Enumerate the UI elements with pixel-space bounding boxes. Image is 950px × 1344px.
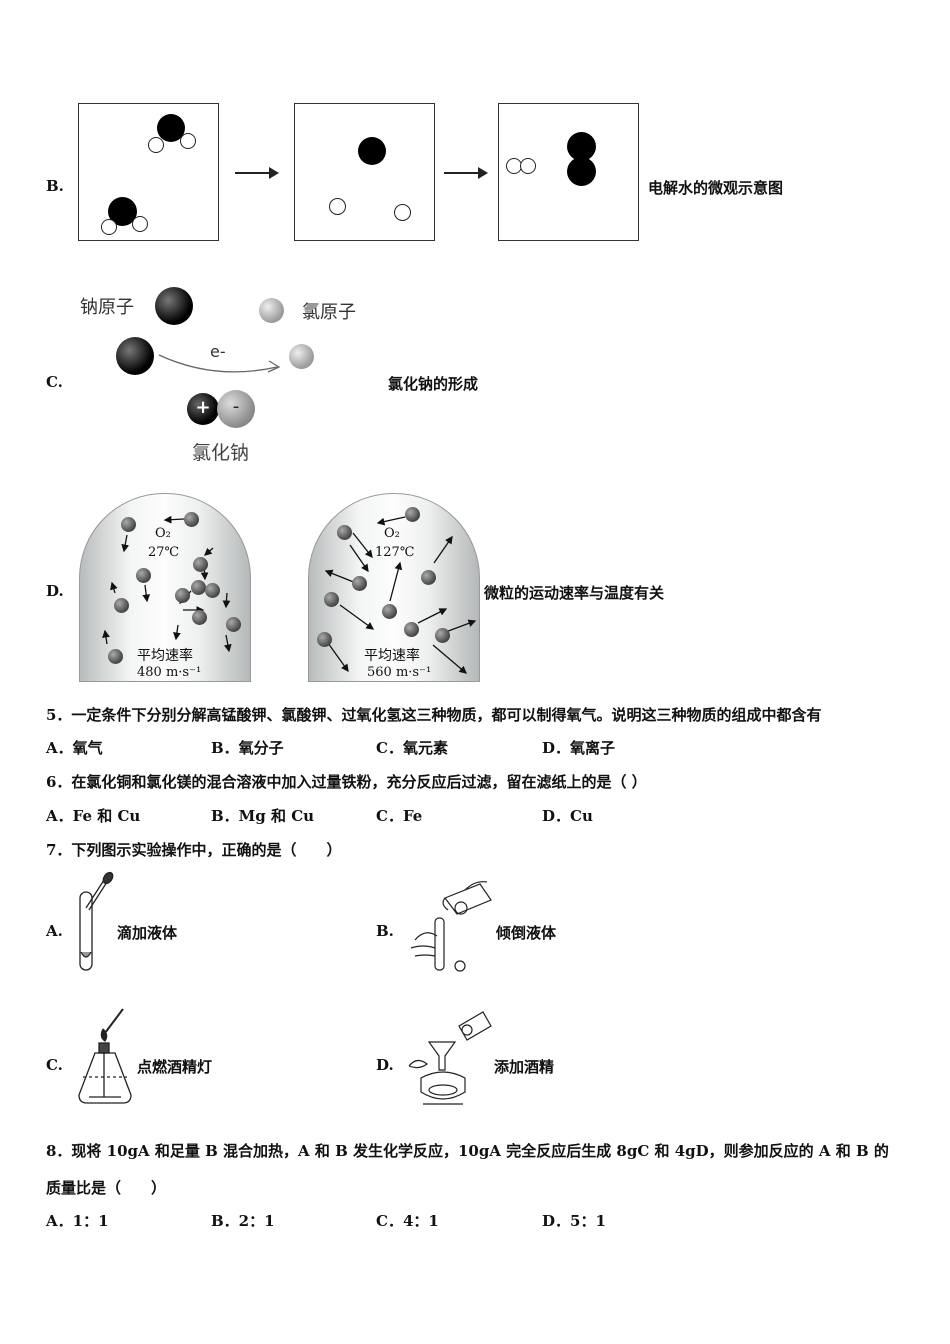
chlorine-atom-legend: 氯原子 [302,302,356,323]
oxygen-molecule [317,632,332,647]
hydrogen-atom [180,133,196,149]
oxygen-molecule [435,628,450,643]
electron-transfer-arrow [158,354,281,373]
q7-option-d-label: D. [376,1056,394,1074]
question-7-stem: 7．下列图示实验操作中，正确的是（ ） [46,841,342,859]
q6-option-c: C．Fe [376,807,423,825]
speed-value-27c: 480 m·s⁻¹ [137,665,202,680]
oxygen-molecule [324,592,339,607]
option-d-caption: 微粒的运动速率与温度有关 [484,584,665,602]
q7-option-b-caption: 倾倒液体 [496,924,557,942]
minus-charge: - [232,396,240,417]
oxygen-molecule [136,568,151,583]
option-c-label: C. [46,373,63,391]
gas-label-27c: O₂ [155,526,171,541]
q8-option-b: B．2：1 [211,1212,275,1230]
q7-option-a-caption: 滴加液体 [117,924,178,942]
q8-option-a: A．1：1 [46,1212,109,1230]
option-c-caption: 氯化钠的形成 [388,375,479,393]
q7-option-c-caption: 点燃酒精灯 [137,1058,213,1076]
question-8-stem-line1: 8．现将 10gA 和足量 B 混合加热，A 和 B 发生化学反应，10gA 完… [46,1142,889,1160]
oxygen-molecule [405,507,420,522]
hydrogen-atom [101,219,117,235]
oxygen-molecule [205,583,220,598]
q6-option-b: B．Mg 和 Cu [211,807,315,825]
oxygen-molecule [114,598,129,613]
hydrogen-atom [148,137,164,153]
sodium-atom [116,337,154,375]
oxygen-molecule [337,525,352,540]
plus-charge: + [195,397,211,418]
oxygen-molecule [352,576,367,591]
sodium-atom-legend: 钠原子 [80,297,134,318]
question-6-stem: 6．在氯化铜和氯化镁的混合溶液中加入过量铁粉，充分反应后过滤，留在滤纸上的是（ … [46,773,647,791]
hydrogen-atom [329,198,346,215]
oxygen-molecule [421,570,436,585]
oxygen-atom [358,137,386,165]
q7-option-c-label: C. [46,1056,63,1074]
sodium-ion: + [187,393,219,425]
reaction-arrow [235,167,279,179]
oxygen-molecule [192,610,207,625]
speed-value-127c: 560 m·s⁻¹ [367,665,432,680]
option-b-label: B. [46,177,64,195]
oxygen-molecule [404,622,419,637]
product-molecules-box [498,103,639,241]
oxygen-molecule [226,617,241,632]
sodium-chloride-label: 氯化钠 [192,442,250,464]
q8-option-d: D．5：1 [542,1212,606,1230]
reaction-arrow [444,167,488,179]
question-5-stem: 5．一定条件下分别分解高锰酸钾、氯酸钾、过氧化氢这三种物质，都可以制得氧气。说明… [46,706,822,724]
lighting-alcohol-lamp-drawing [78,1008,132,1104]
oxygen-molecule [175,588,190,603]
q5-option-a: A．氧气 [46,739,103,757]
oxygen-molecule [121,517,136,532]
sodium-atom-icon [155,287,193,325]
oxygen-molecule [382,604,397,619]
speed-label-127c: 平均速率 [364,648,420,664]
electron-label: e- [210,342,226,361]
separated-atoms-box [294,103,435,241]
option-b-caption: 电解水的微观示意图 [648,179,784,197]
q7-option-a-label: A. [46,922,63,940]
hydrogen-atom [132,216,148,232]
water-molecules-box [78,103,219,241]
q7-option-b-label: B. [376,922,394,940]
q5-option-b: B．氧分子 [211,739,284,757]
q5-option-c: C．氧元素 [376,739,448,757]
chlorine-atom [289,344,314,369]
temperature-127c: 127℃ [375,545,415,560]
question-8-stem-line2: 质量比是（ ） [46,1179,167,1197]
q8-option-c: C．4：1 [376,1212,439,1230]
option-d-label: D. [46,582,64,600]
chloride-ion: - [217,390,255,428]
gas-container-27c [79,493,251,682]
speed-label-27c: 平均速率 [137,648,193,664]
oxygen-molecule [191,580,206,595]
q6-option-a: A．Fe 和 Cu [46,807,141,825]
hydrogen-atom [520,158,536,174]
adding-alcohol-drawing [408,1011,492,1105]
hydrogen-atom [394,204,411,221]
pouring-liquid-drawing [410,881,492,972]
oxygen-molecule [193,557,208,572]
q6-option-d: D．Cu [542,807,593,825]
chlorine-atom-icon [259,298,284,323]
temperature-27c: 27℃ [148,545,180,560]
oxygen-molecule [184,512,199,527]
dropper-test-tube-drawing [79,871,114,971]
oxygen-atom [567,132,596,161]
gas-label-127c: O₂ [384,526,400,541]
oxygen-atom [567,157,596,186]
q7-option-d-caption: 添加酒精 [494,1058,555,1076]
oxygen-molecule [108,649,123,664]
q5-option-d: D．氧离子 [542,739,616,757]
